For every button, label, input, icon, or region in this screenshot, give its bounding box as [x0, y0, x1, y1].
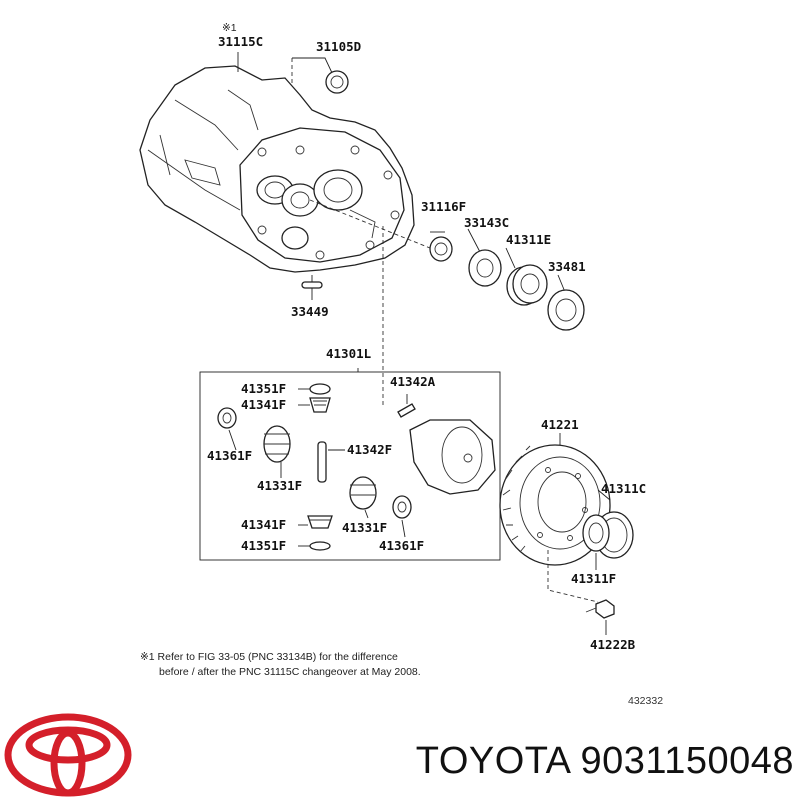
label-41351F-bottom: 41351F	[241, 538, 286, 553]
brand-part-number: TOYOTA 9031150048	[415, 740, 794, 782]
label-31115C: 31115C	[218, 34, 263, 49]
seal-33481	[547, 289, 585, 331]
label-41311E: 41311E	[506, 232, 551, 247]
pin-33449	[301, 281, 323, 289]
gear-41341F-bottom	[307, 515, 333, 529]
label-41221: 41221	[541, 417, 579, 432]
differential-case-41301L	[409, 419, 496, 495]
gear-41341F-top	[309, 397, 331, 413]
label-41222B: 41222B	[590, 637, 636, 652]
washer-41351F-bottom	[309, 541, 331, 551]
transaxle-housing-drawing	[139, 65, 415, 273]
bearing-41311E	[506, 264, 548, 306]
figure-code: 432332	[628, 695, 663, 707]
label-41361F-right: 41361F	[379, 538, 424, 553]
label-41301L: 41301L	[326, 346, 372, 361]
gear-41331F-right	[349, 476, 377, 510]
label-41341F-top: 41341F	[241, 397, 286, 412]
label-41311F: 41311F	[571, 571, 616, 586]
bolt-41222B	[585, 599, 615, 619]
oil-seal-33143C	[468, 249, 502, 287]
label-31105D: 31105D	[316, 39, 361, 54]
label-41341F-bottom: 41341F	[241, 517, 286, 532]
gear-41331F-left	[263, 425, 291, 463]
label-41342F: 41342F	[347, 442, 392, 457]
reference-marker: ※1	[222, 22, 237, 34]
label-41351F-top: 41351F	[241, 381, 286, 396]
label-41361F-left: 41361F	[207, 448, 252, 463]
label-33481: 33481	[548, 259, 586, 274]
footnote-line-1: ※1 Refer to FIG 33-05 (PNC 33134B) for t…	[140, 651, 398, 663]
oil-seal-31116F	[429, 236, 453, 262]
label-41331F-right: 41331F	[342, 520, 387, 535]
pin-41342A	[397, 403, 416, 418]
label-31116F: 31116F	[421, 199, 466, 214]
label-41331F-left: 41331F	[257, 478, 302, 493]
bearing-41311F	[582, 514, 610, 552]
label-33449: 33449	[291, 304, 329, 319]
shaft-41342F	[317, 441, 327, 483]
oil-seal-31105D	[325, 70, 349, 94]
differential-group-box	[199, 371, 501, 561]
washer-41361F-right	[392, 495, 412, 519]
washer-41361F-left	[217, 407, 237, 429]
label-33143C: 33143C	[464, 215, 509, 230]
washer-41351F-top	[309, 383, 331, 395]
label-41311C: 41311C	[601, 481, 646, 496]
label-41342A: 41342A	[390, 374, 436, 389]
toyota-logo-icon	[4, 713, 132, 797]
footnote-line-2: before / after the PNC 31115C changeover…	[159, 666, 421, 678]
